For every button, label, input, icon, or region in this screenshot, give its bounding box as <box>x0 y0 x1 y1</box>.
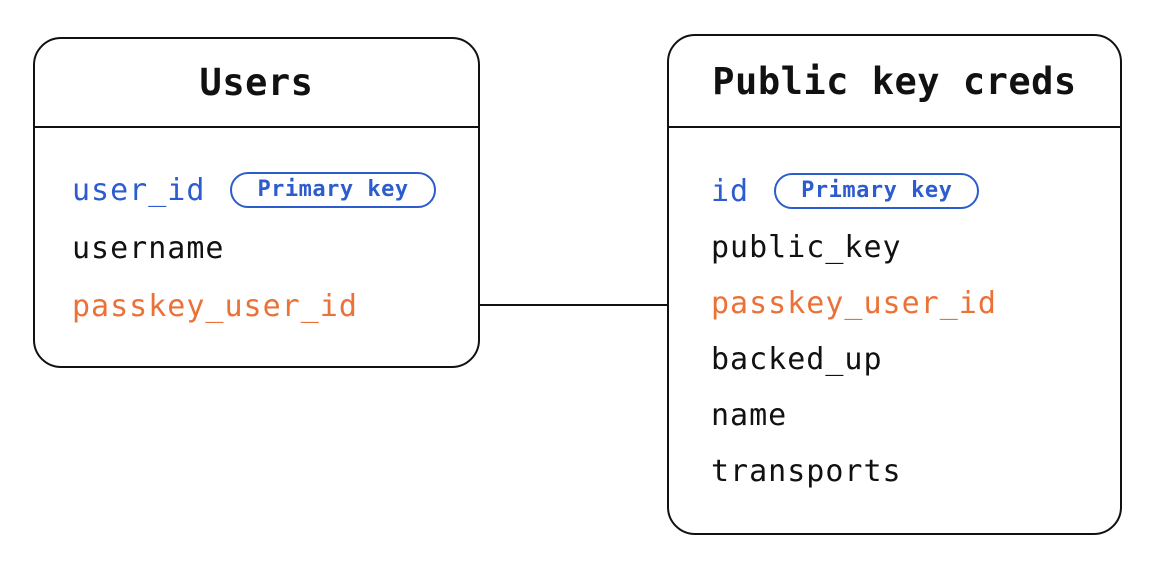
field-row-passkey_user_id: passkey_user_id <box>72 277 478 335</box>
field-row-username: username <box>72 219 478 277</box>
field-row-name: name <box>711 387 1120 443</box>
field-row-id: id Primary key <box>711 163 1120 219</box>
field-name-name: name <box>711 397 788 433</box>
primary-key-badge: Primary key <box>230 172 436 208</box>
field-row-public_key: public_key <box>711 219 1120 275</box>
field-name-passkey_user_id: passkey_user_id <box>711 285 997 321</box>
field-name-transports: transports <box>711 453 902 489</box>
primary-key-badge: Primary key <box>774 173 980 209</box>
field-row-user_id: user_id Primary key <box>72 161 478 219</box>
relationship-line <box>478 304 669 306</box>
field-row-transports: transports <box>711 443 1120 499</box>
field-name-backed_up: backed_up <box>711 341 883 377</box>
table-public-key-creds: Public key creds id Primary key public_key… <box>667 34 1122 535</box>
field-name-username: username <box>72 230 225 266</box>
field-row-passkey_user_id: passkey_user_id <box>711 275 1120 331</box>
field-name-id: id <box>711 173 750 209</box>
table-users-title: Users <box>35 39 478 128</box>
field-name-user_id: user_id <box>72 172 206 208</box>
field-name-public_key: public_key <box>711 229 902 265</box>
field-row-backed_up: backed_up <box>711 331 1120 387</box>
table-public-key-creds-title: Public key creds <box>669 36 1120 128</box>
field-name-passkey_user_id: passkey_user_id <box>72 288 358 324</box>
